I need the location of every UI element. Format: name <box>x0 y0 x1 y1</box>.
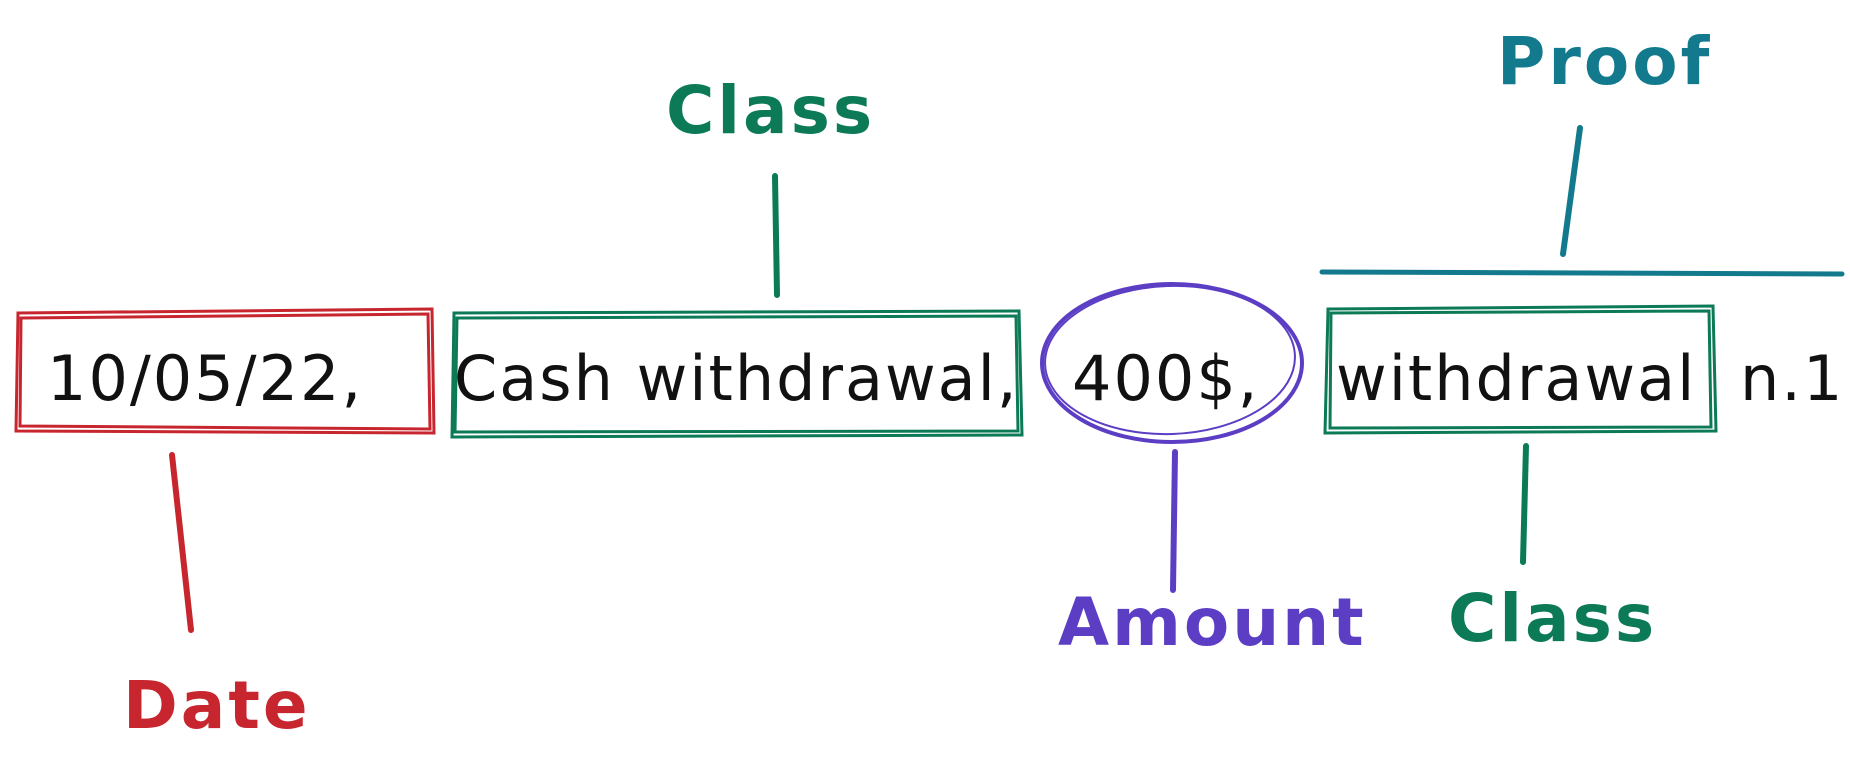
number-value: n.1 <box>1740 342 1844 415</box>
description-class-annotation: Class <box>450 72 1024 439</box>
date-annotation: Date <box>14 307 436 744</box>
description-box <box>450 309 1024 439</box>
date-box <box>14 307 436 435</box>
transaction-sentence: 10/05/22, Cash withdrawal, 400$, withdra… <box>47 342 1844 415</box>
date-value: 10/05/22, <box>47 342 363 415</box>
amount-circle <box>1040 282 1304 444</box>
description-value: Cash withdrawal, <box>454 342 1019 415</box>
date-connector-line <box>169 452 194 633</box>
class-word-annotation: Class <box>1323 304 1718 657</box>
amount-annotation: Amount <box>1040 282 1367 661</box>
proof-label: Proof <box>1497 23 1712 100</box>
class-word-box <box>1323 304 1718 435</box>
date-label: Date <box>123 667 311 744</box>
class-top-label: Class <box>666 72 875 149</box>
proof-annotation: Proof <box>1319 23 1845 277</box>
amount-connector-line <box>1170 449 1178 593</box>
amount-label: Amount <box>1058 584 1367 661</box>
class-top-connector-line <box>772 173 780 298</box>
class-bottom-label: Class <box>1448 580 1657 657</box>
proof-connector-line <box>1560 125 1583 257</box>
class-word-value: withdrawal <box>1336 342 1696 415</box>
class-bottom-connector-line <box>1520 443 1529 565</box>
amount-value: 400$, <box>1072 342 1260 415</box>
proof-bracket-line <box>1319 269 1845 277</box>
